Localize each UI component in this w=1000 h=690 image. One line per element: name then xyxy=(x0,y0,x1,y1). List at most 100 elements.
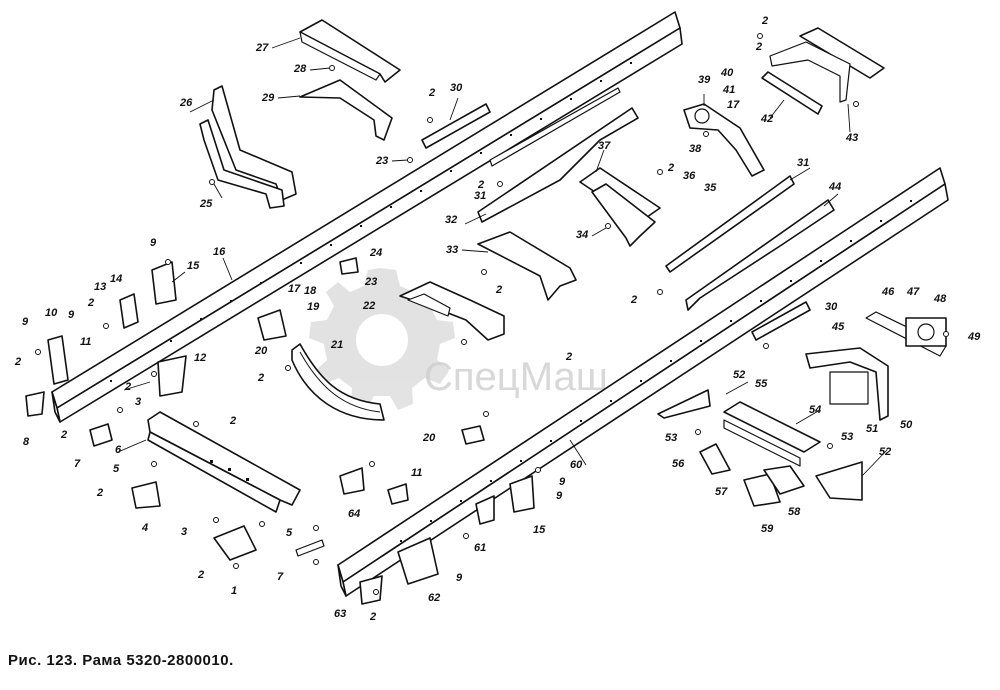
coupling-bracket-22 xyxy=(399,281,505,341)
callout-c36: 24 xyxy=(369,247,382,259)
callout-c78: 51 xyxy=(866,423,878,435)
callout-c18: 11 xyxy=(80,336,91,348)
callout-c59: 40 xyxy=(720,67,734,79)
bracket-15 xyxy=(151,261,177,305)
callout-c11: 15 xyxy=(187,260,200,272)
callout-c37: 23 xyxy=(364,276,377,288)
pad-20a xyxy=(257,309,287,341)
bracket-61 xyxy=(475,495,495,525)
callout-c55: 33 xyxy=(446,244,458,256)
callout-c52: 36 xyxy=(683,170,696,182)
front-bracket-8 xyxy=(25,391,45,417)
bracket-11b xyxy=(387,483,409,505)
callout-c82: 52 xyxy=(879,446,891,458)
plate-30 xyxy=(421,103,491,149)
callout-c95: 62 xyxy=(428,592,440,604)
watermark-text: СпецМаш xyxy=(424,355,608,399)
bracket-7 xyxy=(89,423,113,447)
cross-member-44 xyxy=(685,199,835,311)
callout-c85: 58 xyxy=(788,506,801,518)
callout-c84: 57 xyxy=(715,486,728,498)
callout-c53: 35 xyxy=(704,182,717,194)
callout-c68: 2 xyxy=(630,294,637,306)
callout-c91: 15 xyxy=(533,524,546,536)
callout-c4: 26 xyxy=(179,97,193,109)
strip-31 xyxy=(665,175,795,273)
callout-c40: 19 xyxy=(307,301,320,313)
callout-c29: 2 xyxy=(96,487,103,499)
figure-caption: Рис. 123. Рама 5320-2800010. xyxy=(8,652,234,669)
callout-c19: 2 xyxy=(14,356,21,368)
callout-c67: 44 xyxy=(828,181,841,193)
callout-c44: 2 xyxy=(257,372,264,384)
callout-c93: 61 xyxy=(474,542,486,554)
bracket-27 xyxy=(299,19,401,83)
callout-c23: 3 xyxy=(135,396,141,408)
callout-c86: 59 xyxy=(761,523,774,535)
callout-c3: 29 xyxy=(261,92,275,104)
callout-c12: 13 xyxy=(94,281,106,293)
strip-30b xyxy=(751,301,811,341)
callout-c88: 11 xyxy=(411,467,422,479)
callout-c38: 17 xyxy=(288,283,301,295)
watermark: СпецМаш xyxy=(309,268,608,410)
callout-c26: 6 xyxy=(115,444,122,456)
callout-c87: 60 xyxy=(570,459,583,471)
callout-c34: 1 xyxy=(231,585,237,597)
callout-c9: 16 xyxy=(213,246,226,258)
cross-member-37 xyxy=(579,167,661,247)
bracket-62 xyxy=(397,537,439,585)
callout-c56: 2 xyxy=(495,284,502,296)
callout-c30: 4 xyxy=(141,522,148,534)
callout-c72: 48 xyxy=(933,293,947,305)
bracket-12 xyxy=(157,355,187,397)
callout-c1: 27 xyxy=(255,42,269,54)
bracket-64 xyxy=(339,467,365,495)
callout-c7: 30 xyxy=(450,82,463,94)
bracket-15b xyxy=(509,475,535,513)
callout-c47: 31 xyxy=(474,190,486,202)
bar-42 xyxy=(761,71,823,115)
callout-c43: 21 xyxy=(330,339,343,351)
front-cross-member-6 xyxy=(147,411,301,513)
plate-48 xyxy=(905,317,947,347)
callout-c45: 20 xyxy=(422,432,436,444)
gusset-52a xyxy=(657,389,711,419)
callout-c25: 7 xyxy=(74,458,81,470)
left-side-member-16 xyxy=(51,11,683,423)
callout-c57: 39 xyxy=(698,74,711,86)
callout-c13: 14 xyxy=(110,273,122,285)
right-side-member-60 xyxy=(337,167,949,597)
brackets-56-59 xyxy=(699,443,805,507)
callout-c74: 45 xyxy=(831,321,845,333)
gusset-52b xyxy=(815,461,863,501)
callout-c73: 49 xyxy=(967,331,981,343)
callout-c75: 52 xyxy=(733,369,745,381)
arc-support-21 xyxy=(291,343,385,421)
callout-c50: 37 xyxy=(598,140,611,152)
callout-c81: 53 xyxy=(841,431,853,443)
callout-c71: 47 xyxy=(906,286,920,298)
cross-member-32 xyxy=(477,87,639,223)
callout-c27: 2 xyxy=(229,415,236,427)
front-bracket-10 xyxy=(47,335,69,385)
callout-c63: 2 xyxy=(761,15,768,27)
leader-lines xyxy=(117,37,888,477)
callout-c89: 9 xyxy=(559,476,566,488)
callout-c94: 9 xyxy=(456,572,463,584)
callout-c62: 42 xyxy=(760,113,773,125)
callout-c46: 2 xyxy=(565,351,572,363)
callout-c92: 64 xyxy=(348,508,360,520)
pad-20b xyxy=(461,425,485,445)
callout-c16: 10 xyxy=(45,307,58,319)
strip-7b xyxy=(295,539,325,557)
callout-c5: 25 xyxy=(199,198,213,210)
callout-c42: 20 xyxy=(254,345,268,357)
callout-c17: 9 xyxy=(68,309,75,321)
callout-c64: 2 xyxy=(755,41,762,53)
callout-c32: 5 xyxy=(286,527,293,539)
callout-c48: 2 xyxy=(477,179,484,191)
callout-c61: 17 xyxy=(727,99,740,111)
callout-c83: 56 xyxy=(672,458,685,470)
